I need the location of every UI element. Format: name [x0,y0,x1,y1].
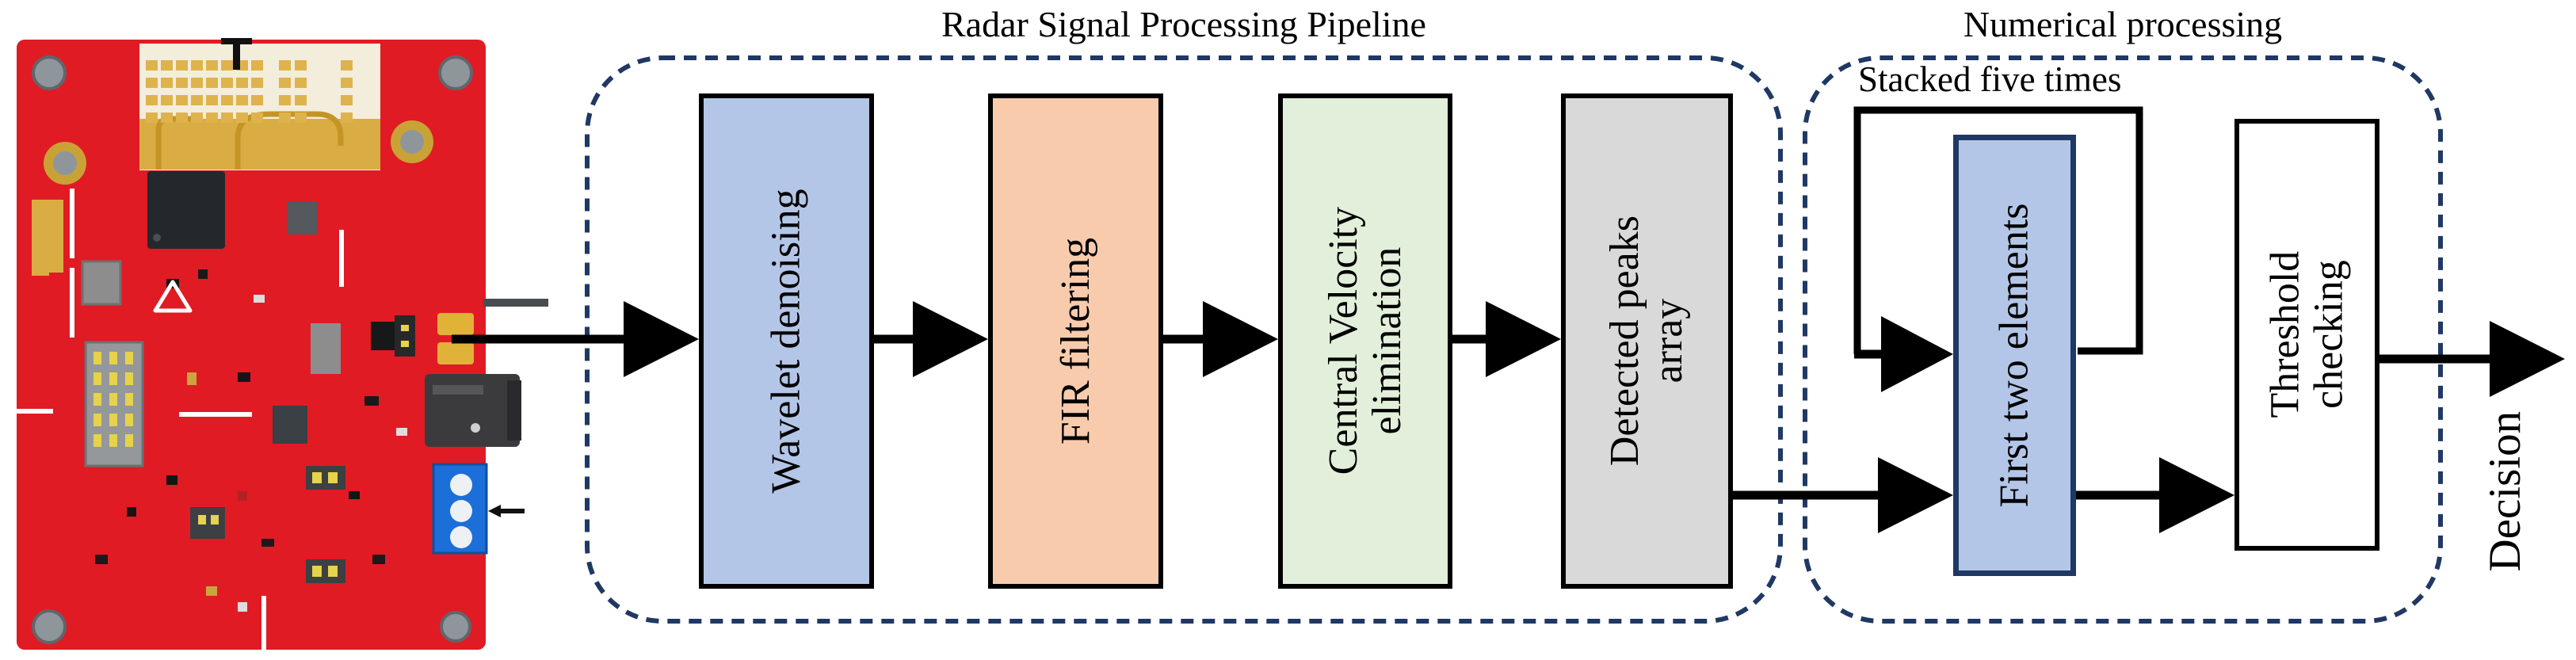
box-wavelet-denoising: Wavelet denoising [699,93,874,589]
arrow-loop-feedback [1854,316,1953,392]
arrow-central-to-detected [1452,301,1561,377]
decision-output: Decision [2456,372,2555,610]
box-threshold-checking-label: Threshold checking [2262,251,2352,418]
arrow-wavelet-to-fir [874,301,988,377]
pcb-board [17,40,486,650]
pcb-components [32,171,415,612]
arrow-fir-to-central [1163,301,1278,377]
box-threshold-checking: Threshold checking [2234,119,2379,551]
arrow-firsttwo-to-threshold [2076,457,2234,533]
box-central-velocity-elimination: Central Velocity elimination [1278,93,1452,589]
box-detected-peaks-array: Detected peaks array [1561,93,1733,589]
pcb-power-jack [425,374,521,447]
numerical-container-border [1803,55,2443,624]
pcb-silkscreen [17,189,344,660]
pcb-probe-wire [483,299,548,307]
arrow-input [452,301,699,377]
pcb-t-marker [221,38,252,70]
arrow-output-decision [2379,321,2565,397]
pcb-antenna-array [139,44,380,170]
box-fir-filtering: FIR filtering [988,93,1163,589]
box-fir-filtering-label: FIR filtering [1052,237,1098,445]
pipeline-title: Radar Signal Processing Pipeline [941,4,1426,44]
box-first-two-elements: First two elements [1953,135,2076,576]
pcb-sma-pads [437,313,474,364]
decision-label: Decision [2480,410,2531,572]
stacked-five-times-label: Stacked five times [1858,59,2122,99]
pcb-mounting-holes [32,55,473,644]
box-first-two-elements-label: First two elements [1991,203,2037,508]
pcb-header-connector [84,341,144,467]
pcb-warning-triangle [153,280,193,313]
numerical-title: Numerical processing [1963,4,2283,44]
box-central-velocity-elimination-label: Central Velocity elimination [1320,207,1410,475]
box-detected-peaks-array-label: Detected peaks array [1602,216,1692,467]
pcb-terminal-block [432,463,488,555]
stack-loop-path [1853,106,2143,355]
box-wavelet-denoising-label: Wavelet denoising [763,189,809,494]
arrow-detected-to-firsttwo [1733,457,1953,533]
radar-pcb-image [17,38,548,660]
pcb-annotation-arrow [488,505,525,517]
pipeline-container-border [585,55,1783,624]
